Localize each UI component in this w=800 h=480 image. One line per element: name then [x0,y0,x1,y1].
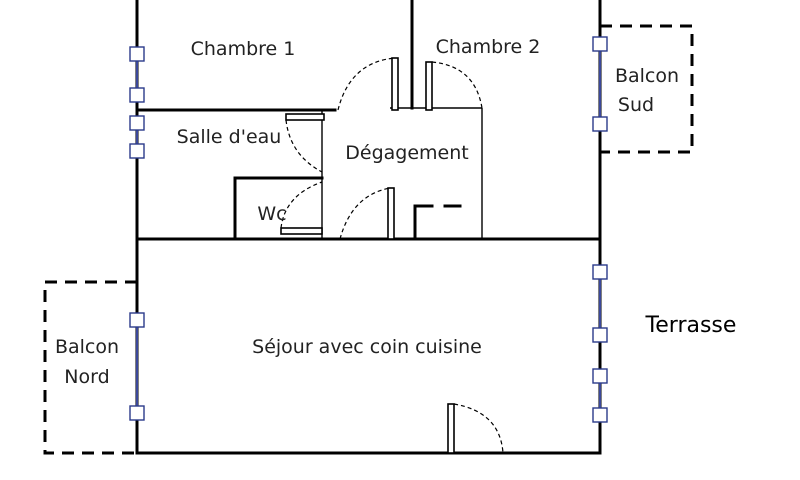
doors [280,57,504,454]
label-balcon-sud-2: Sud [618,94,654,116]
label-balcon-nord-2: Nord [64,366,109,388]
label-degagement: Dégagement [345,142,468,164]
label-chambre-1: Chambre 1 [191,38,296,60]
windows [129,36,608,423]
outer-walls [135,0,602,455]
label-terrasse: Terrasse [645,313,737,338]
label-balcon-nord-1: Balcon [55,336,119,358]
room-labels: Chambre 1 Chambre 2 Salle d'eau Dégageme… [55,36,736,388]
label-chambre-2: Chambre 2 [436,36,541,58]
interior-walls [135,0,602,241]
label-wc: Wc [257,203,286,225]
label-salle-d-eau: Salle d'eau [177,126,282,148]
label-sejour: Séjour avec coin cuisine [252,336,482,358]
label-balcon-sud-1: Balcon [615,65,679,87]
balconies [43,24,694,455]
